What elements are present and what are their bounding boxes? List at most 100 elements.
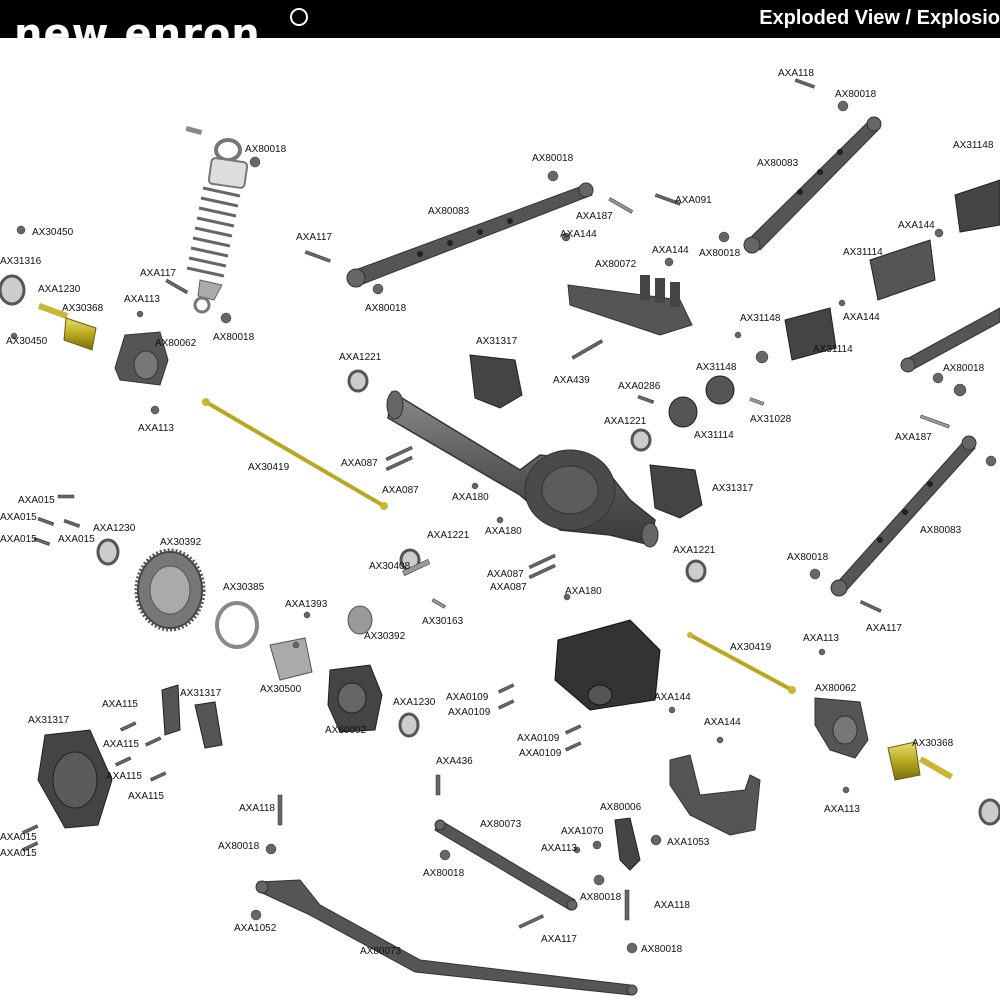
part-number-label: AX31148	[740, 313, 781, 324]
part-number-label: AXA091	[675, 195, 712, 206]
stub-axle-part	[37, 303, 97, 351]
part-number-label: AX31316	[0, 256, 42, 267]
brand-logo: new enron	[14, 11, 261, 57]
part-number-label: AXA117	[296, 232, 332, 243]
part-number-label: AX30163	[422, 616, 464, 627]
link-arm-part	[346, 182, 594, 288]
part-number-label: AXA113	[138, 423, 174, 434]
part-number-label: AX31148	[696, 362, 737, 373]
part-number-label: AX30450	[6, 336, 48, 347]
part-number-label: AX80062	[815, 683, 857, 694]
part-number-label: AX80083	[757, 158, 799, 169]
part-number-label: AXA118	[239, 803, 275, 814]
part-number-label: AXA113	[124, 294, 160, 305]
part-number-label: AXA0109	[448, 707, 491, 718]
part-number-label: AXA144	[560, 229, 597, 240]
part-number-label: AXA117	[140, 268, 176, 279]
shock-absorber-part	[185, 125, 249, 314]
part-number-label: AX30392	[160, 537, 202, 548]
ring-gear-part	[134, 548, 206, 632]
part-number-label: AXA180	[485, 526, 522, 537]
part-number-label: AXA118	[654, 900, 690, 911]
part-number-label: AX80018	[218, 841, 260, 852]
drive-shaft-part	[202, 398, 388, 510]
part-number-label: AX80072	[595, 259, 637, 270]
part-number-label: AXA1230	[393, 697, 436, 708]
part-number-label: AXA1221	[673, 545, 716, 556]
part-number-label: AX30500	[260, 684, 302, 695]
part-number-label: AX80083	[428, 206, 470, 217]
servo-mount-part	[567, 275, 693, 336]
steering-knuckle-part	[814, 697, 869, 759]
part-number-label: AXA144	[843, 312, 880, 323]
part-number-label: AX80018	[245, 144, 287, 155]
part-number-label: AX30450	[32, 227, 74, 238]
part-number-label: AXA118	[778, 68, 814, 79]
fastener-parts	[10, 78, 997, 954]
part-number-label: AXA1221	[427, 530, 470, 541]
part-number-label: AXA1221	[604, 416, 647, 427]
part-number-label: AX80018	[532, 153, 574, 164]
page-title: Exploded View / Explosio	[759, 7, 1000, 29]
part-number-label: AXA1393	[285, 599, 328, 610]
part-number-label: AXA0286	[618, 381, 661, 392]
part-number-label: AXA113	[541, 843, 577, 854]
part-number-label: AXA087	[341, 458, 378, 469]
part-number-label: AX80018	[365, 303, 407, 314]
part-number-label: AXA117	[866, 623, 902, 634]
axle-housing-part	[386, 390, 659, 548]
part-number-label: AXA115	[103, 739, 139, 750]
part-number-label: AXA015	[58, 534, 95, 545]
servo-horn-part	[614, 817, 641, 871]
part-number-label: AXA115	[106, 771, 142, 782]
bracket-part	[161, 684, 223, 749]
part-number-label: AXA187	[576, 211, 613, 222]
steering-link-part	[255, 879, 638, 996]
header-bar: new enron Exploded View / Explosio	[0, 0, 1000, 54]
part-number-label: AX80018	[423, 868, 465, 879]
stub-axle-part	[887, 741, 954, 781]
differential-case-part	[269, 605, 383, 733]
part-number-label: AX80083	[920, 525, 962, 536]
part-number-label: AX30419	[730, 642, 772, 653]
part-number-label: AX30368	[62, 303, 104, 314]
part-number-label: AX80062	[155, 338, 197, 349]
part-number-label: AXA1053	[667, 837, 710, 848]
steering-knuckle-part	[114, 331, 169, 386]
part-number-label: AX30419	[248, 462, 290, 473]
differential-cover-part	[37, 729, 113, 829]
part-number-label: AX80073	[480, 819, 522, 830]
part-number-label: AXA0109	[446, 692, 489, 703]
gasket-part	[215, 601, 259, 649]
part-number-label: AX80018	[835, 89, 877, 100]
tube-part	[668, 179, 1000, 428]
part-number-label: AXA087	[490, 582, 527, 593]
part-number-label: AXA015	[0, 848, 37, 859]
registered-mark-icon	[290, 8, 308, 26]
part-number-label: AX80073	[360, 946, 402, 957]
link-arm-part	[900, 307, 1000, 373]
part-number-label: AX80002	[325, 725, 367, 736]
part-number-label: AX31317	[28, 715, 70, 726]
part-number-label: AXA1052	[234, 923, 277, 934]
part-number-label: AX31114	[843, 247, 883, 258]
part-number-label: AXA436	[436, 756, 473, 767]
part-number-label: AXA180	[452, 492, 489, 503]
part-number-label: AX31317	[180, 688, 222, 699]
part-number-label: AX31028	[750, 414, 792, 425]
part-number-label: AX80018	[787, 552, 829, 563]
part-number-label: AXA117	[541, 934, 577, 945]
part-number-label: AX31317	[712, 483, 754, 494]
part-number-label: AXA087	[382, 485, 419, 496]
bearing-part	[0, 274, 1000, 826]
part-number-label: AXA439	[553, 375, 590, 386]
part-number-label: AX31114	[813, 344, 853, 355]
part-number-label: AXA144	[654, 692, 691, 703]
part-number-label: AX30392	[364, 631, 406, 642]
exploded-view-diagram: AXA118AX80018AX31148AX80083AX80018AX8001…	[0, 68, 1000, 996]
part-number-label: AX80006	[600, 802, 642, 813]
part-number-label: AX80018	[213, 332, 255, 343]
part-number-label: AXA015	[0, 832, 37, 843]
part-number-label: AXA115	[102, 699, 138, 710]
servo-mount-part	[669, 754, 761, 836]
